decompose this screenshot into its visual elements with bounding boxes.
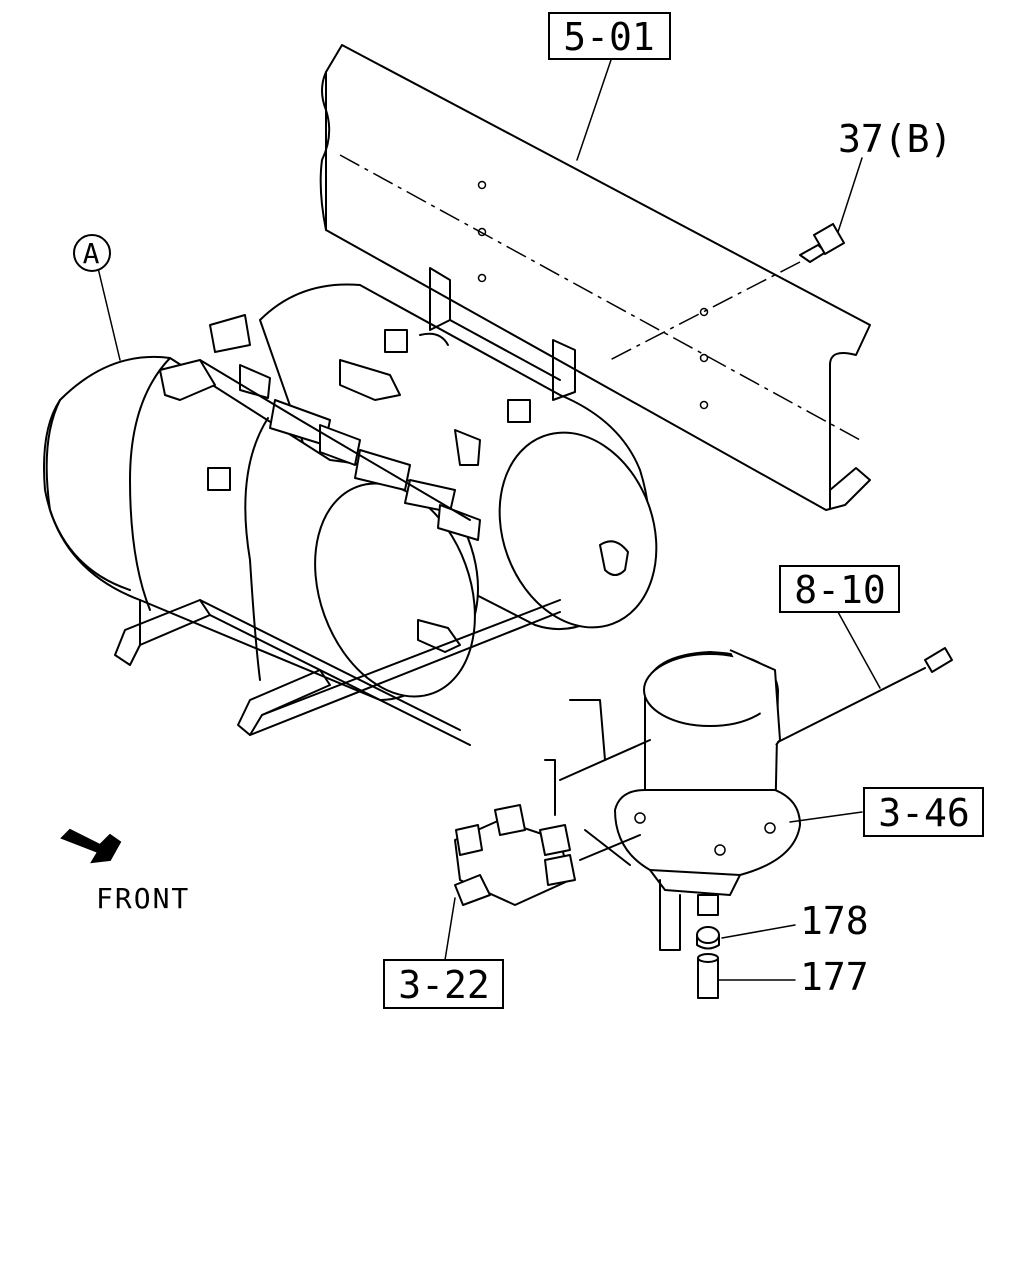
leader-lines	[97, 56, 881, 981]
part-177-sleeve	[697, 953, 719, 999]
callout-a-text: A	[83, 237, 102, 270]
callout-178-text: 178	[800, 899, 869, 943]
frame-rail	[319, 44, 871, 511]
callout-8-10: 8-10	[779, 565, 900, 613]
callout-3-46-text: 3-46	[878, 791, 970, 835]
callout-3-22: 3-22	[383, 959, 504, 1009]
callout-a: A	[73, 234, 111, 272]
callout-5-01: 5-01	[548, 12, 671, 60]
callout-177-text: 177	[800, 955, 869, 999]
tank-brackets	[114, 267, 576, 746]
callout-3-46: 3-46	[863, 787, 984, 837]
valve-manifold	[454, 699, 651, 906]
tank-plumbing	[199, 314, 481, 541]
callout-5-01-text: 5-01	[563, 15, 655, 59]
front-arrow-icon	[60, 828, 122, 864]
part-178-nut	[696, 926, 720, 950]
harness-8-10	[777, 647, 953, 743]
callout-37b-text: 37(B)	[838, 117, 952, 161]
front-label: FRONT	[96, 882, 190, 915]
callout-3-22-text: 3-22	[398, 963, 490, 1007]
air-dryer	[614, 649, 801, 951]
air-tank-rear	[259, 283, 658, 631]
callout-8-10-text: 8-10	[794, 568, 886, 612]
air-tank-front	[43, 355, 479, 701]
bolt-37b	[609, 222, 846, 361]
